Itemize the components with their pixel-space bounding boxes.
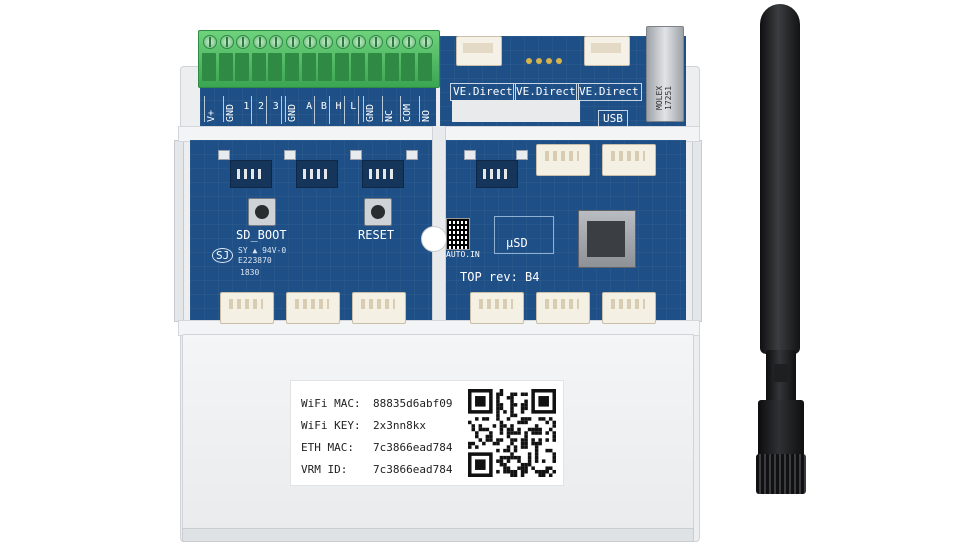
led	[350, 150, 362, 160]
terminal-label: H	[334, 96, 345, 124]
terminal-screw	[335, 35, 350, 49]
terminal-screw	[219, 35, 234, 49]
terminal-screw	[418, 35, 433, 49]
terminal-screw	[236, 35, 251, 49]
usb-print: MOLEX 17251	[655, 85, 673, 110]
small-qr-text: AUTO.IN	[446, 250, 480, 259]
terminal-screw	[385, 35, 400, 49]
terminal-label: NC	[381, 96, 397, 122]
pin-header	[476, 160, 518, 188]
terminal-slot	[202, 53, 216, 81]
usd-label: µSD	[506, 236, 528, 250]
antenna-whip	[760, 4, 800, 354]
cert-code: 1830	[240, 268, 260, 277]
terminal-label: GND	[222, 96, 238, 122]
cert-logo: SJ	[212, 248, 234, 263]
terminal-label: L	[348, 96, 360, 124]
terminal-slot	[318, 53, 333, 81]
terminal-screw	[286, 35, 300, 49]
ve-direct-label: VE.Direct	[513, 83, 579, 101]
ve-direct-strip	[452, 100, 580, 122]
ve-direct-port	[584, 36, 630, 66]
top-rev-label: TOP rev: B4	[460, 270, 540, 284]
sticker-row-vrm-id: VRM ID:7c3866ead784	[301, 463, 453, 476]
terminal-screw	[203, 35, 217, 49]
sticker-row-wifi-key: WiFi KEY:2x3nn8kx	[301, 419, 426, 432]
terminal-block	[198, 30, 440, 88]
terminal-slot	[401, 53, 416, 81]
terminal-slot	[285, 53, 299, 81]
antenna-hinge	[766, 350, 796, 404]
terminal-slot	[301, 53, 316, 81]
terminal-slot	[268, 53, 283, 81]
terminal-slot	[235, 53, 250, 81]
terminal-screw	[252, 35, 267, 49]
jst-connector	[536, 292, 590, 324]
terminal-label: 3	[271, 96, 282, 124]
pin-header	[362, 160, 404, 188]
gold-contact-pads	[526, 58, 562, 64]
terminal-slot	[218, 53, 233, 81]
usd-outline	[494, 216, 554, 254]
terminal-label: B	[319, 96, 330, 124]
terminal-slot	[251, 53, 266, 81]
terminal-screw	[269, 35, 284, 49]
terminal-label: GND	[362, 96, 378, 122]
jst-connector	[602, 292, 656, 324]
cert-line-1: SY ▲ 94V-0	[238, 246, 287, 255]
terminal-screw	[402, 35, 417, 49]
microsd-slot	[578, 210, 636, 268]
sticker-row-wifi-mac: WiFi MAC:88835d6abf09	[301, 397, 453, 410]
jst-connector	[352, 292, 406, 324]
ve-direct-label: VE.Direct	[576, 83, 642, 101]
jst-connector	[470, 292, 524, 324]
terminal-screw	[369, 35, 383, 49]
terminal-label: NO	[418, 96, 434, 122]
terminal-slot	[384, 53, 399, 81]
terminal-screw	[319, 35, 334, 49]
terminal-slot	[351, 53, 366, 81]
antenna-base	[758, 400, 804, 460]
jst-connector	[286, 292, 340, 324]
sd-boot-label: SD_BOOT	[236, 228, 287, 242]
sticker-row-eth-mac: ETH MAC:7c3866ead784	[301, 441, 453, 454]
qr-code	[468, 389, 556, 477]
reset-label: RESET	[358, 228, 395, 242]
terminal-label: GND	[285, 96, 301, 122]
led	[516, 150, 528, 160]
qr-code-graphic	[468, 389, 556, 477]
terminal-slot	[368, 53, 382, 81]
mount-hole	[421, 226, 447, 252]
sd-boot-button	[248, 198, 276, 226]
ve-direct-label: VE.Direct	[450, 83, 516, 101]
terminal-label: COM	[400, 96, 416, 122]
terminal-label: V+	[204, 96, 219, 122]
terminal-labels: V+ GND 1 2 3 GND A B H L GND NC COM NO	[204, 96, 434, 124]
led	[406, 150, 418, 160]
led	[218, 150, 230, 160]
housing-lower-lip	[182, 528, 694, 542]
housing-clip-left	[174, 140, 184, 322]
housing-clip-right	[692, 140, 702, 322]
led	[284, 150, 296, 160]
terminal-label: 2	[256, 96, 268, 124]
terminal-slot	[334, 53, 349, 81]
small-qr-code	[446, 218, 470, 250]
terminal-label: 1	[241, 96, 253, 124]
pin-header	[230, 160, 272, 188]
jst-connector	[536, 144, 590, 176]
terminal-screw	[352, 35, 367, 49]
led	[464, 150, 476, 160]
terminal-slot	[417, 53, 432, 81]
jst-connector	[602, 144, 656, 176]
jst-connector	[220, 292, 274, 324]
cert-line-2: E223870	[238, 256, 272, 265]
terminal-label: A	[304, 96, 316, 124]
antenna-knurled-nut	[756, 454, 806, 494]
ve-direct-port	[456, 36, 502, 66]
usb-port	[646, 26, 684, 122]
pin-header	[296, 160, 338, 188]
reset-button	[364, 198, 392, 226]
terminal-screw	[302, 35, 317, 49]
